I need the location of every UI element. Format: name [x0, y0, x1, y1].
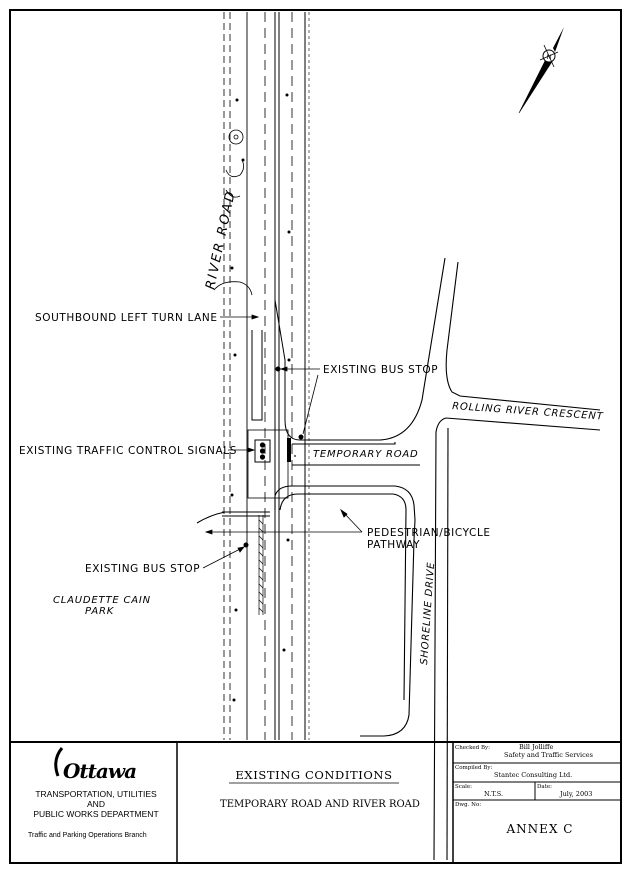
- checked-by-name: Bill Jolliffe: [519, 743, 553, 751]
- label-southbound-left-turn-lane: SOUTHBOUND LEFT TURN LANE: [35, 312, 218, 324]
- leader-lines: [202, 314, 363, 569]
- ottawa-logo: Ottawa: [54, 747, 137, 783]
- compiled-by-label: Compiled By:: [455, 765, 492, 771]
- pedestrian-pathway: [196, 485, 416, 737]
- label-river-road: RIVER ROAD: [203, 189, 239, 291]
- north-symbol: N: [547, 54, 552, 61]
- drawing-title: EXISTING CONDITIONS: [235, 768, 392, 782]
- dwg-no-label: Dwg. No:: [455, 802, 481, 808]
- scale-value: N.T.S.: [484, 790, 503, 798]
- title-block-frame: [10, 741, 621, 863]
- date-label: Date:: [537, 784, 552, 790]
- logo-text: Ottawa: [63, 759, 136, 783]
- temporary-road: [292, 442, 420, 466]
- hatched-strip: [258, 515, 264, 615]
- drawing-subtitle: TEMPORARY ROAD AND RIVER ROAD: [220, 799, 420, 810]
- river-road: [223, 12, 310, 740]
- checked-by-label: Checked By:: [455, 745, 490, 751]
- department-line2: AND: [87, 799, 105, 809]
- department-line3: PUBLIC WORKS DEPARTMENT: [33, 809, 158, 819]
- label-existing-bus-stop-north: EXISTING BUS STOP: [323, 364, 438, 376]
- label-pedestrian-bicycle: PEDESTRIAN/BICYCLE: [367, 527, 491, 539]
- branch-name: Traffic and Parking Operations Branch: [28, 832, 147, 839]
- rolling-river-crescent: [300, 257, 601, 861]
- north-arrow-icon: N: [518, 27, 564, 114]
- department-line1: TRANSPORTATION, UTILITIES: [35, 789, 157, 799]
- bus-stop-markers: [243, 366, 304, 548]
- tree-symbol: [213, 129, 253, 296]
- traffic-signal-symbol: [254, 438, 291, 463]
- drawing-border: [9, 9, 622, 864]
- date-value: July, 2003: [559, 790, 592, 798]
- label-existing-bus-stop-south: EXISTING BUS STOP: [85, 563, 200, 575]
- label-temporary-road: TEMPORARY ROAD: [313, 449, 419, 460]
- scale-label: Scale:: [455, 784, 472, 790]
- road-marks: [230, 93, 291, 702]
- checked-by-org: Safety and Traffic Services: [504, 751, 593, 759]
- dwg-no-value: ANNEX C: [506, 822, 574, 836]
- compiled-by-name: Stantec Consulting Ltd.: [494, 771, 572, 779]
- label-park-name: CLAUDETTE CAIN: [53, 595, 151, 606]
- label-rolling-river-crescent: ROLLING RIVER CRESCENT: [452, 401, 604, 423]
- label-existing-traffic-control-signals: EXISTING TRAFFIC CONTROL SIGNALS: [19, 445, 237, 457]
- label-pathway: PATHWAY: [367, 539, 420, 551]
- label-park: PARK: [85, 606, 115, 617]
